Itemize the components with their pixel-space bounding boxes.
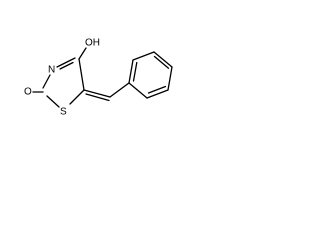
bond-c2-s1 bbox=[46, 95, 60, 108]
bond-s1-c5 bbox=[69, 89, 85, 105]
phenyl-bond-5 bbox=[146, 89, 169, 99]
bond-c5-c4 bbox=[78, 58, 85, 91]
atom-label-n: N bbox=[48, 65, 55, 76]
bond-c5-ch bbox=[83, 89, 111, 98]
phenyl-bond-3 bbox=[153, 51, 173, 68]
substituents bbox=[32, 47, 130, 102]
thiazole-ring bbox=[42, 57, 85, 108]
bond-n3-c2 bbox=[42, 74, 51, 89]
phenyl-bond-5-inner bbox=[147, 85, 167, 94]
atom-label-s: S bbox=[60, 107, 67, 118]
phenyl-bond-3-inner bbox=[153, 55, 170, 69]
bond-ch-phenyl bbox=[109, 82, 130, 98]
phenyl-bond-2 bbox=[132, 51, 155, 61]
phenyl-bond-6 bbox=[128, 82, 148, 99]
bond-c4-n3 bbox=[56, 57, 76, 68]
phenyl-ring bbox=[128, 51, 173, 99]
phenyl-bond-1 bbox=[128, 59, 134, 84]
bond-c4-n3-double bbox=[59, 61, 74, 70]
bond-c4-oh bbox=[78, 47, 87, 60]
phenyl-bond-4 bbox=[167, 66, 173, 91]
phenyl-bond-1-inner bbox=[132, 61, 138, 82]
chemical-structure-diagram: OH N O S bbox=[24, 38, 173, 118]
atom-label-o: O bbox=[24, 87, 32, 98]
atom-label-oh: OH bbox=[85, 38, 100, 49]
bond-c5-ch-double bbox=[85, 93, 110, 102]
